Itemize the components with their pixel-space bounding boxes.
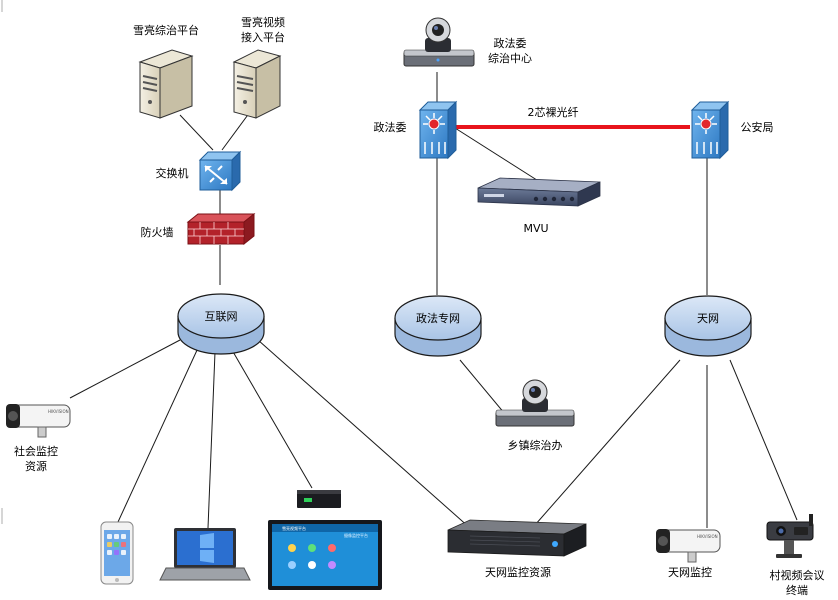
link-skynet-nvr xyxy=(534,359,681,526)
internet-label: 互联网 xyxy=(205,310,238,323)
village-terminal-label-2: 终端 xyxy=(786,583,808,597)
smart-tv-icon[interactable]: 雪亮视频平台 摄像监控平台 xyxy=(268,520,382,590)
skynet-resource-label: 天网监控资源 xyxy=(485,565,551,579)
set-top-box-icon[interactable] xyxy=(297,490,341,508)
mvu-label: MVU xyxy=(523,222,548,235)
town-office-label: 乡镇综治办 xyxy=(508,438,563,452)
server-platform[interactable] xyxy=(138,49,194,119)
switch-icon[interactable] xyxy=(198,150,242,192)
tv-subtitle-text: 摄像监控平台 xyxy=(344,532,368,538)
village-terminal-label-1: 村视频会议 xyxy=(770,568,825,582)
center-label-1: 政法委 xyxy=(494,36,527,50)
police-switch-label: 公安局 xyxy=(741,120,774,134)
firewall-icon[interactable] xyxy=(186,212,256,246)
fiber-label: 2芯裸光纤 xyxy=(528,105,579,119)
svg-text:HIKVISION: HIKVISION xyxy=(48,409,69,414)
firewall-label: 防火墙 xyxy=(141,225,174,239)
conference-camera-center[interactable] xyxy=(403,17,475,67)
political-switch-icon[interactable] xyxy=(418,100,458,160)
link-skynet-terminal xyxy=(729,359,798,521)
internet-network[interactable] xyxy=(177,293,265,355)
server-video-access-label-1: 雪亮视频 xyxy=(241,15,285,29)
skynet-label: 天网 xyxy=(697,312,719,325)
political-network[interactable] xyxy=(394,295,482,357)
tv-title-text: 雪亮视频平台 xyxy=(282,525,306,531)
svg-text:HIKVISION: HIKVISION xyxy=(697,534,718,539)
link-internet-settopbox xyxy=(231,349,313,489)
link-server2-switch xyxy=(221,111,251,151)
laptop-icon[interactable] xyxy=(159,528,251,581)
mvu-device[interactable] xyxy=(477,177,601,207)
social-monitor-label-1: 社会监控 xyxy=(14,444,58,458)
political-switch-label: 政法委 xyxy=(374,120,407,134)
link-internet-laptop xyxy=(207,351,216,529)
village-video-terminal-icon[interactable] xyxy=(766,514,814,558)
police-switch-icon[interactable] xyxy=(690,100,730,160)
bullet-camera-skynet[interactable]: HIKVISION xyxy=(656,529,721,563)
political-network-label: 政法专网 xyxy=(416,311,460,325)
nvr-recorder-icon[interactable] xyxy=(447,519,587,557)
server-platform-label: 雪亮综治平台 xyxy=(133,23,199,37)
link-internet-phone xyxy=(117,347,199,523)
switch-label: 交换机 xyxy=(156,166,189,180)
conference-camera-town[interactable] xyxy=(495,379,575,427)
center-label-2: 综治中心 xyxy=(488,51,532,65)
link-server1-switch xyxy=(179,114,214,151)
link-polswitch-mvu xyxy=(454,127,541,183)
skynet-monitor-label: 天网监控 xyxy=(668,565,712,579)
connection-lines xyxy=(69,72,798,529)
server-video-access-label-2: 接入平台 xyxy=(241,30,285,44)
skynet-network[interactable] xyxy=(664,295,752,357)
smartphone-icon[interactable] xyxy=(100,521,134,585)
link-internet-nvr xyxy=(257,339,471,529)
social-monitor-label-2: 资源 xyxy=(25,459,47,473)
bullet-camera-social[interactable]: HIKVISION xyxy=(6,404,71,438)
link-internet-camera xyxy=(69,339,181,399)
server-video-access[interactable] xyxy=(232,49,282,119)
